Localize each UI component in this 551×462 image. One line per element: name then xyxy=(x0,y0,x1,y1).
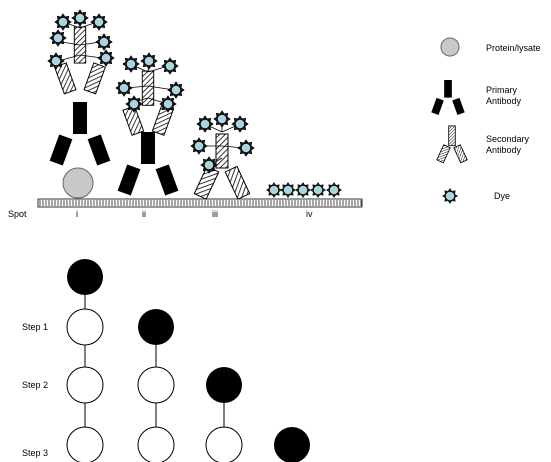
dye-legend-icon xyxy=(441,187,459,205)
primary-antibody-legend-icon xyxy=(431,80,465,115)
dyes-ii xyxy=(115,52,185,113)
legend-primary-label: Primary Antibody xyxy=(486,85,522,106)
step-node-filled xyxy=(274,427,310,462)
step-node-filled xyxy=(206,367,242,403)
dyes-i xyxy=(47,9,115,70)
step-node-empty xyxy=(66,426,104,462)
primary-antibody-i xyxy=(49,102,111,166)
step-node-empty xyxy=(66,366,104,404)
step-label-1: Step 1 xyxy=(22,322,48,332)
step-label-3: Step 3 xyxy=(22,448,48,458)
legend-secondary-label: Secondary Antibody xyxy=(486,134,532,155)
primary-antibody-ii xyxy=(117,132,179,196)
legend: Protein/lysate Primary Antibody Secondar… xyxy=(431,37,541,205)
step-node-empty xyxy=(66,308,104,346)
dyes-iv xyxy=(265,181,343,199)
position-label-iii: iii xyxy=(212,209,218,219)
secondary-antibody-iii xyxy=(193,133,251,200)
position-label-ii: ii xyxy=(142,209,146,219)
legend-dye-label: Dye xyxy=(494,191,510,201)
stack-i xyxy=(47,9,115,199)
step-node-empty xyxy=(205,426,243,462)
step-tree: Step 1 Step 2 Step 3 xyxy=(22,259,310,462)
step-label-2: Step 2 xyxy=(22,380,48,390)
position-label-i: i xyxy=(76,209,78,219)
step-node-empty xyxy=(137,426,175,462)
protein-legend-icon xyxy=(440,37,460,57)
spot-label: Spot xyxy=(8,209,27,219)
spot-surface xyxy=(37,198,363,208)
stack-iii xyxy=(190,110,255,200)
stack-ii xyxy=(115,52,185,196)
protein-lysate-shape xyxy=(62,167,94,199)
secondary-antibody-legend-icon xyxy=(436,125,468,164)
position-label-iv: iv xyxy=(306,209,313,219)
antibody-assembly-illustration: Spot i ii iii iv xyxy=(8,9,363,219)
dyes-iii xyxy=(190,110,255,174)
step-node-empty xyxy=(137,366,175,404)
step-node-filled xyxy=(138,309,174,345)
step-node-filled xyxy=(67,259,103,295)
legend-protein-label: Protein/lysate xyxy=(486,43,541,53)
